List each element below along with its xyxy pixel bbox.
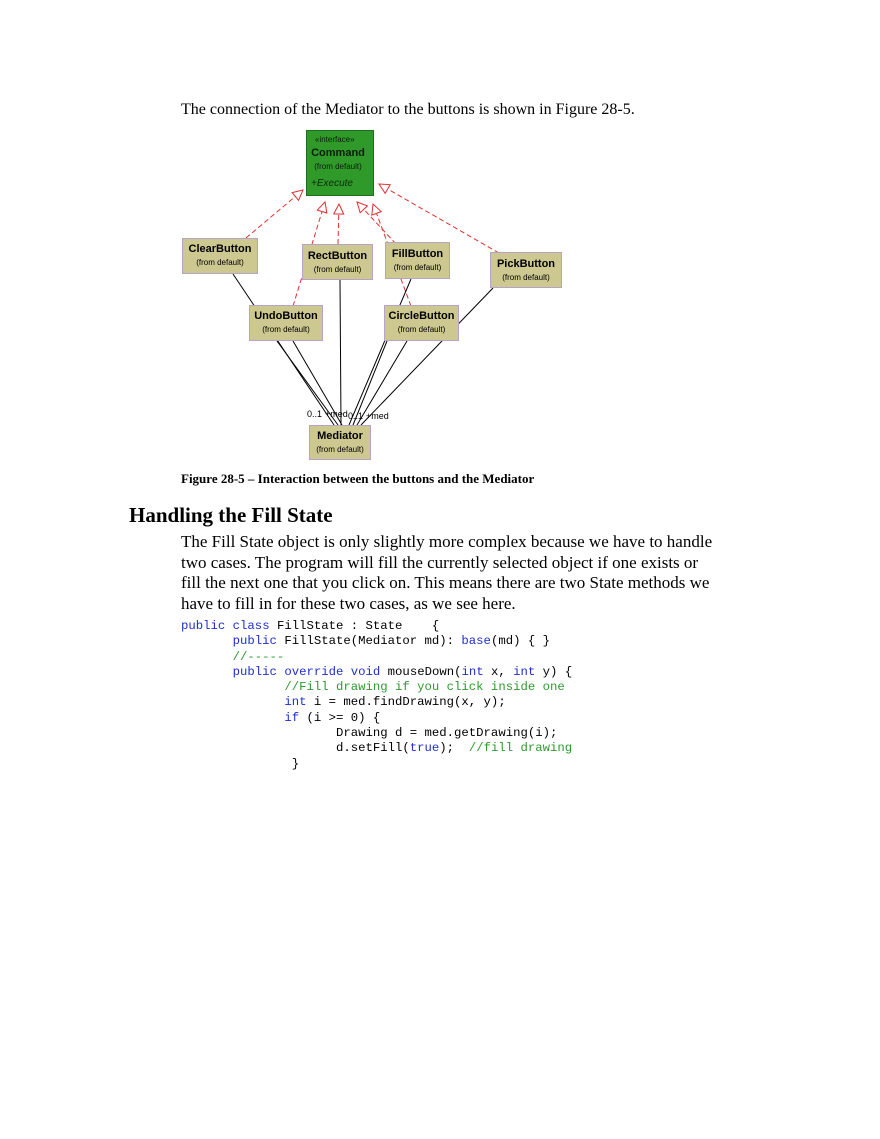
assoc-pick — [360, 287, 494, 426]
command-interface-box: «interface» Command (from default) +Exec… — [306, 130, 374, 196]
realize-undo — [292, 202, 325, 307]
rectbutton-class-box: RectButton (from default) — [302, 244, 373, 280]
pickbutton-class-box: PickButton (from default) — [490, 252, 562, 288]
code-line-3: //----- — [232, 649, 285, 664]
figure-caption: Figure 28-5 – Interaction between the bu… — [181, 471, 535, 486]
circlebutton-class-box: CircleButton (from default) — [384, 305, 459, 341]
code-line-1: public class FillState : State { — [181, 619, 440, 633]
undobutton-class-box: UndoButton (from default) — [249, 305, 323, 341]
role-left: +med — [325, 409, 348, 419]
assoc-circle-2 — [356, 340, 408, 426]
realize-fill — [357, 202, 397, 245]
code-line-10: } — [291, 756, 300, 771]
assoc-circle-1 — [352, 340, 388, 426]
realize-circle — [373, 204, 412, 307]
section-heading: Handling the Fill State — [129, 503, 333, 527]
code-line-6: int i = med.findDrawing(x, y); — [284, 695, 506, 710]
assoc-fill — [348, 278, 412, 426]
diagram-connectors — [232, 128, 500, 426]
intro-paragraph: The connection of the Mediator to the bu… — [181, 101, 635, 118]
assoc-rect — [339, 279, 342, 426]
body-paragraph: The Fill State object is only slightly m… — [181, 532, 713, 613]
code-line-9: d.setFill(true); //fill drawing — [335, 741, 573, 756]
command-operation: +Execute — [311, 177, 353, 189]
role-right: +med — [366, 411, 389, 421]
fillbutton-class-box: FillButton (from default) — [385, 242, 450, 279]
multiplicity-left: 0..1 — [307, 409, 323, 419]
code-line-7: if (i >= 0) { — [284, 710, 381, 725]
assoc-undo-1 — [276, 340, 339, 426]
clearbutton-class-box: ClearButton (from default) — [182, 238, 258, 274]
code-line-5: //Fill drawing if you click inside one — [284, 680, 565, 695]
code-block: public class FillState : State { public … — [181, 619, 572, 772]
command-name: Command — [311, 146, 365, 159]
command-stereotype: «interface» — [315, 135, 355, 144]
code-line-8: Drawing d = med.getDrawing(i); — [335, 726, 558, 741]
command-from: (from default) — [314, 161, 362, 171]
realize-clear — [245, 190, 303, 239]
code-line-4: public override void mouseDown(int x, in… — [232, 664, 573, 679]
code-line-2: public FillState(Mediator md): base(md) … — [232, 634, 550, 649]
realize-pick — [379, 184, 500, 254]
mediator-class-box: Mediator (from default) — [309, 425, 371, 460]
assoc-undo-2 — [292, 340, 343, 426]
realize-rect — [338, 204, 339, 245]
uml-class-diagram: «interface» Command (from default) +Exec… — [181, 128, 571, 463]
multiplicity-right: 0..1 — [348, 411, 364, 421]
